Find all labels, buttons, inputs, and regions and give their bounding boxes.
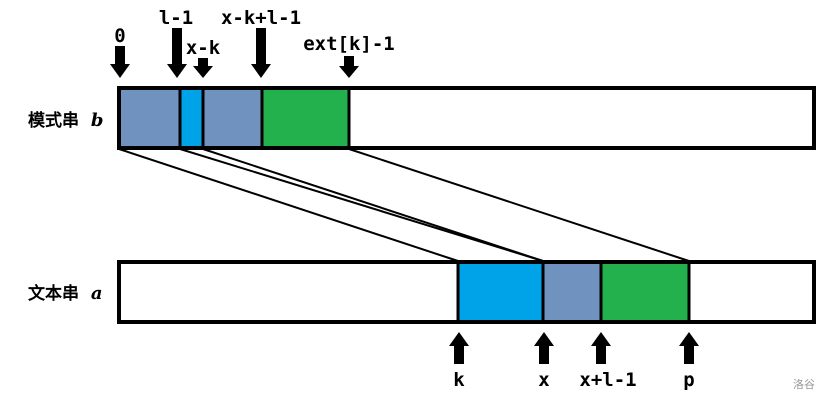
pattern-string (117, 86, 816, 150)
map-line-1 (118, 148, 459, 262)
map-line-4 (348, 148, 690, 262)
pattern-seg-slate-1 (119, 88, 180, 148)
text-seg-slate (543, 262, 601, 322)
marker-x-l-1: x+l-1 (579, 369, 636, 391)
map-line-2 (179, 148, 544, 262)
top-arrows (110, 28, 359, 78)
arrow-up-icon (679, 332, 699, 364)
arrow-down-icon (167, 28, 187, 78)
map-line-3 (202, 148, 544, 262)
arrow-up-icon (449, 332, 469, 364)
marker-l-1: l-1 (159, 7, 193, 29)
pattern-row-label: 模式串 b (28, 110, 104, 131)
text-string (117, 260, 816, 324)
marker-0: 0 (114, 25, 125, 47)
text-row-label: 文本串 a (28, 283, 103, 304)
pattern-seg-slate-2 (203, 88, 262, 148)
marker-ext-k-1: ext[k]-1 (303, 33, 395, 55)
watermark: 洛谷 (793, 377, 815, 391)
text-label-text: 文本串 (28, 283, 79, 304)
marker-x: x (538, 369, 549, 391)
text-seg-cyan (458, 262, 543, 322)
arrow-down-icon (110, 46, 130, 78)
text-outline (117, 260, 816, 324)
pattern-seg-cyan (180, 88, 203, 148)
mapping-lines (118, 148, 690, 262)
arrow-up-icon (534, 332, 554, 364)
arrow-down-icon (193, 58, 213, 78)
pattern-label-text: 模式串 (28, 110, 79, 131)
pattern-seg-green (262, 88, 349, 148)
pattern-outline (117, 86, 816, 150)
marker-x-k-l-1: x-k+l-1 (221, 7, 301, 29)
pattern-var: b (91, 110, 104, 131)
text-seg-green (601, 262, 689, 322)
marker-x-k: x-k (186, 37, 221, 59)
arrow-down-icon (251, 28, 271, 78)
arrow-down-icon (339, 56, 359, 78)
arrow-up-icon (591, 332, 611, 364)
text-var: a (91, 283, 103, 304)
marker-p: p (683, 369, 694, 391)
marker-k: k (453, 369, 465, 391)
bottom-arrows (449, 332, 699, 364)
